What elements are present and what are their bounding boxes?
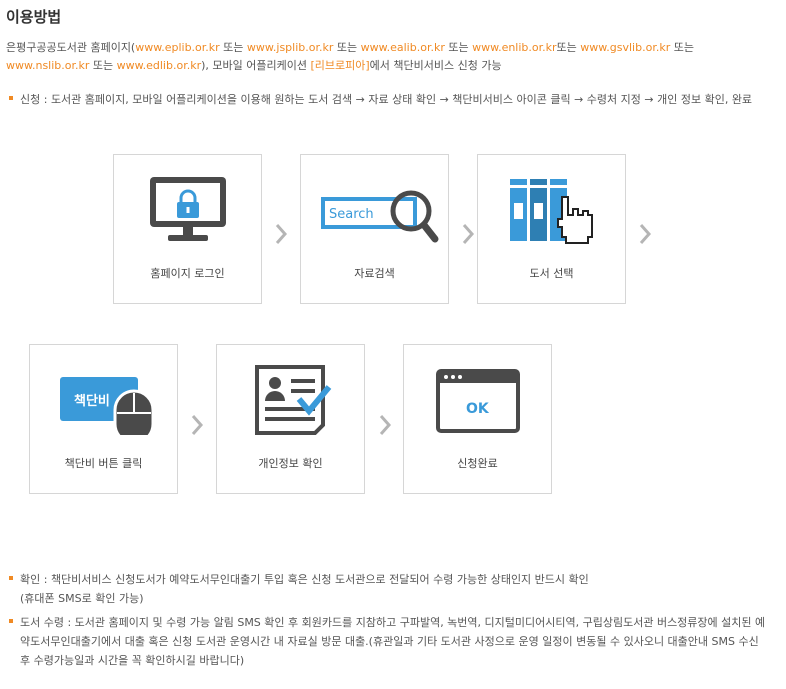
- confirm-bullet: 확인 : 책단비서비스 신청도서가 예약도서무인대출기 투입 혹은 신청 도서관…: [6, 570, 766, 608]
- step-label: 도서 선택: [529, 267, 574, 280]
- bullet-marker: [9, 619, 13, 623]
- step-button-click: 책단비 책단비 버튼 클릭: [29, 344, 178, 494]
- bullet-marker: [9, 96, 13, 100]
- apply-bullet: 신청 : 도서관 홈페이지, 모바일 어플리케이션을 이용해 원하는 도서 검색…: [6, 90, 766, 109]
- receive-bullet: 도서 수령 : 도서관 홈페이지 및 수령 가능 알림 SMS 확인 후 회원카…: [6, 613, 771, 670]
- intro-text: 은평구공공도서관 홈페이지(www.eplib.or.kr 또는 www.jsp…: [6, 41, 694, 72]
- step-label: 홈페이지 로그인: [150, 267, 225, 280]
- page-title: 이용방법: [6, 8, 62, 26]
- link-jsplib[interactable]: www.jsplib.or.kr: [246, 41, 334, 54]
- step-label: 신청완료: [457, 457, 498, 470]
- link-nslib[interactable]: www.nslib.or.kr: [6, 59, 90, 72]
- bullet-marker: [9, 576, 13, 580]
- chevron-right-icon: [379, 415, 392, 435]
- step-book-select: 도서 선택: [477, 154, 626, 304]
- step-label: 책단비 버튼 클릭: [64, 457, 143, 470]
- chevron-right-icon: [639, 224, 652, 244]
- link-eplib[interactable]: www.eplib.or.kr: [135, 41, 220, 54]
- ok-window-icon: OK: [436, 369, 520, 433]
- monitor-lock-icon: [150, 177, 226, 241]
- step-label: 개인정보 확인: [258, 457, 323, 470]
- search-icon-text: Search: [329, 207, 374, 222]
- step-search: Search 자료검색: [300, 154, 449, 304]
- chevron-right-icon: [462, 224, 475, 244]
- books-hand-icon: [510, 179, 593, 244]
- profile-check-icon: [255, 365, 332, 435]
- step-complete: OK 신청완료: [403, 344, 552, 494]
- step-label: 자료검색: [354, 267, 395, 280]
- step-personal-info: 개인정보 확인: [216, 344, 365, 494]
- chevron-right-icon: [275, 224, 288, 244]
- button-mouse-icon: 책단비: [60, 377, 155, 435]
- chevron-right-icon: [191, 415, 204, 435]
- search-magnifier-icon: Search: [321, 190, 439, 243]
- app-name-libropia[interactable]: [리브로피아]: [310, 59, 370, 72]
- link-enlib[interactable]: www.enlib.or.kr: [472, 41, 557, 54]
- link-edlib[interactable]: www.edlib.or.kr: [116, 59, 202, 72]
- button-icon-text: 책단비: [74, 393, 110, 409]
- link-ealib[interactable]: www.ealib.or.kr: [360, 41, 445, 54]
- ok-icon-text: OK: [466, 401, 490, 417]
- step-homepage-login: 홈페이지 로그인: [113, 154, 262, 304]
- link-gsvlib[interactable]: www.gsvlib.or.kr: [580, 41, 671, 54]
